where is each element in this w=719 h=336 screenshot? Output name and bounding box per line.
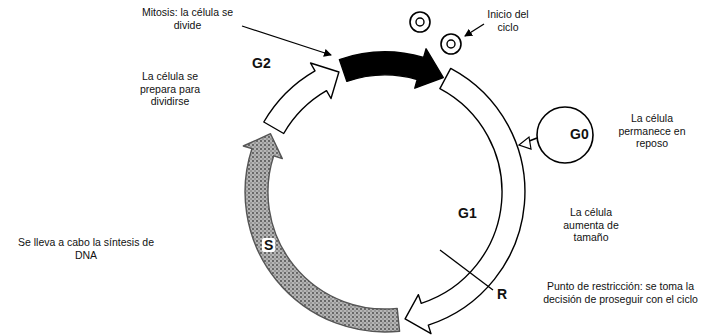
cell-nucleus bbox=[416, 18, 424, 26]
callout-text: La célula permanece en reposo bbox=[606, 112, 698, 150]
callout-text: Mitosis: la célula se divide bbox=[140, 6, 235, 31]
leader-arrow bbox=[242, 26, 331, 55]
phase-arrow-band bbox=[339, 49, 443, 88]
phase-arrow-band bbox=[264, 63, 339, 134]
callout-text: Inicio del ciclo bbox=[478, 8, 538, 33]
phase-arrow-band bbox=[243, 134, 399, 332]
cycle-ring bbox=[243, 49, 525, 334]
phase-label: G1 bbox=[458, 206, 477, 220]
leader-arrow bbox=[465, 24, 484, 36]
callout-text: Punto de restricción: se toma la decisió… bbox=[538, 280, 703, 305]
callout-text: La célula aumenta de tamaño bbox=[552, 206, 630, 244]
g0-arrowhead bbox=[519, 137, 531, 149]
phase-label: G2 bbox=[252, 56, 271, 70]
callout-text: Se lleva a cabo la síntesis de DNA bbox=[6, 236, 166, 261]
cell bbox=[441, 34, 461, 54]
cell-nucleus bbox=[447, 40, 455, 48]
cell bbox=[410, 12, 430, 32]
g0-loop bbox=[537, 107, 593, 163]
phase-arrow-band bbox=[405, 68, 525, 333]
leader-line bbox=[440, 250, 493, 290]
phase-label: S bbox=[262, 238, 275, 252]
phase-label: G0 bbox=[570, 127, 589, 141]
checkpoint-label: R bbox=[497, 287, 507, 301]
callout-text: La célula se prepara para dividirse bbox=[124, 70, 216, 108]
